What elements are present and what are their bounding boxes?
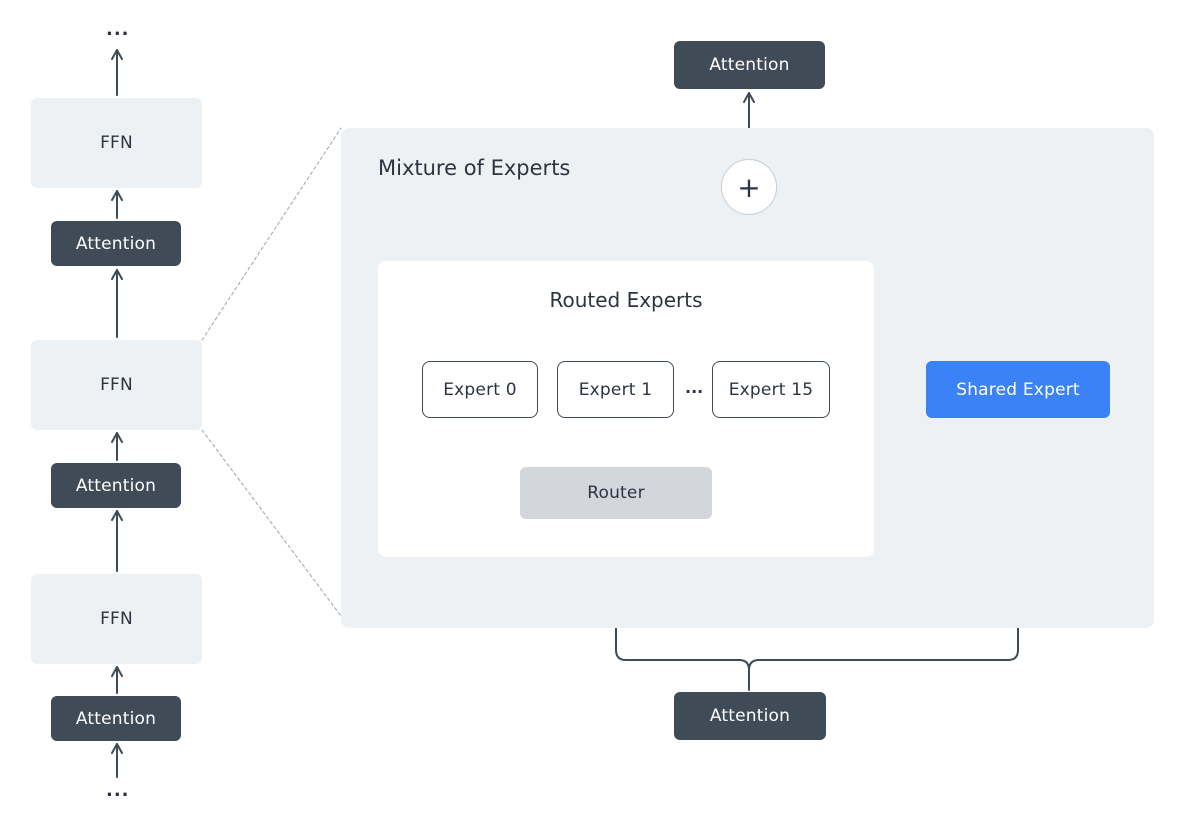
attention-label: Attention [709, 706, 791, 726]
ffn-label: FFN [100, 133, 133, 153]
routed-experts-title: Routed Experts [549, 288, 703, 312]
shared-expert-block: Shared Expert [926, 361, 1110, 418]
attention-input-block: Attention [674, 692, 826, 740]
attention-label: Attention [75, 475, 157, 496]
attention-block-bottom: Attention [51, 696, 181, 741]
attention-output-block: Attention [674, 41, 825, 89]
attention-label: Attention [75, 233, 157, 254]
router-label: Router [587, 483, 645, 503]
zoom-guide-line [201, 127, 342, 341]
top-ellipsis: ... [106, 19, 130, 40]
ffn-block-top: FFN [31, 98, 202, 188]
zoom-guide-line [201, 429, 342, 617]
shared-expert-label: Shared Expert [956, 379, 1080, 400]
router-block: Router [520, 467, 712, 519]
bottom-ellipsis: ... [106, 780, 130, 801]
expert-label: Expert 1 [578, 379, 653, 400]
attention-block-upper: Attention [51, 221, 181, 266]
expert-label: Expert 15 [728, 379, 814, 400]
expert-label: Expert 0 [443, 379, 517, 400]
attention-label: Attention [75, 708, 157, 729]
expert-0-box: Expert 0 [422, 361, 538, 418]
attention-label: Attention [709, 55, 790, 75]
plus-icon: + [721, 159, 777, 215]
expert-1-box: Expert 1 [557, 361, 674, 418]
expert-15-box: Expert 15 [712, 361, 830, 418]
experts-ellipsis: ... [685, 378, 704, 397]
ffn-label: FFN [100, 609, 133, 629]
ffn-block-middle: FFN [31, 340, 202, 430]
input-to-router-arrow [610, 522, 750, 691]
input-to-shared-arrow [748, 421, 1024, 671]
moe-title: Mixture of Experts [378, 156, 571, 180]
ffn-block-bottom: FFN [31, 574, 202, 664]
ffn-label: FFN [100, 375, 133, 395]
attention-block-middle: Attention [51, 463, 181, 508]
